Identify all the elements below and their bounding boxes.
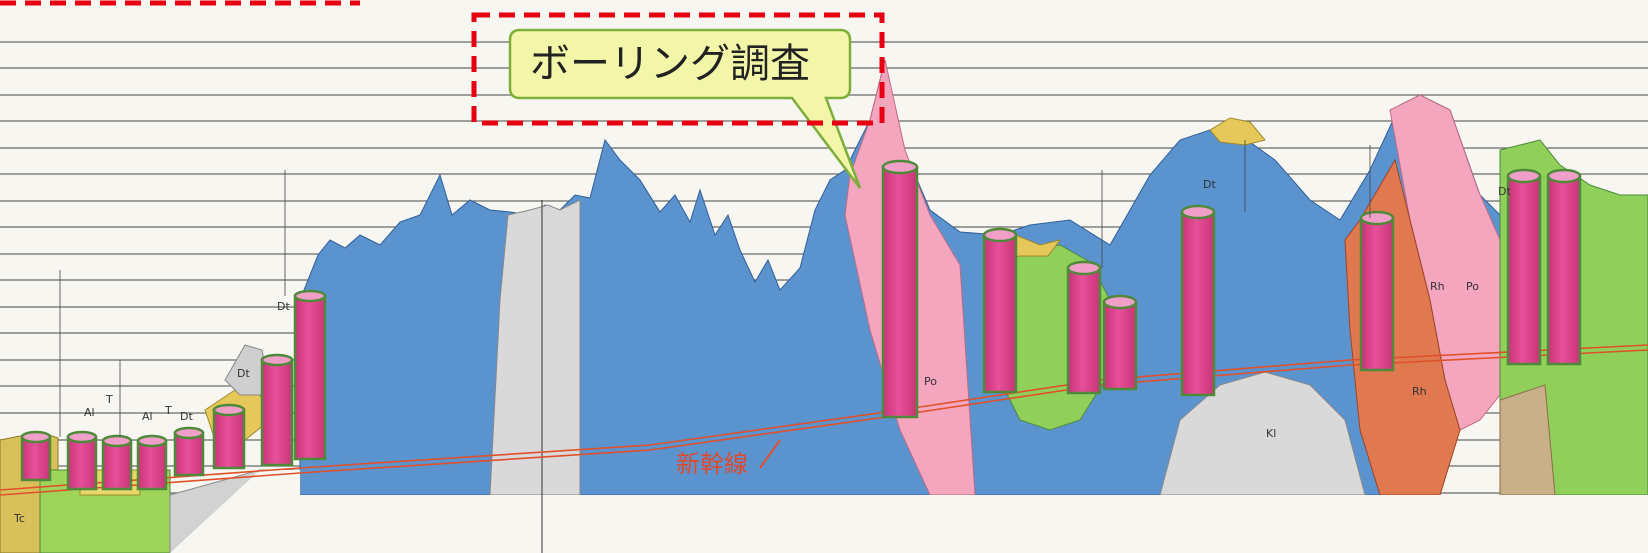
boring-column [20, 430, 52, 482]
unit-label-dt-2: Dt [237, 367, 250, 380]
boring-column [173, 426, 205, 477]
tan-unit-right [1499, 384, 1556, 496]
gray-intrusion-left [489, 199, 581, 496]
callout-bubble [508, 28, 862, 189]
unit-label-rh-1: Rh [1412, 385, 1427, 398]
boring-column [101, 434, 133, 491]
unit-label-dt-5: Dt [1498, 185, 1511, 198]
unit-label-al-1: Al [84, 406, 95, 419]
boring-column [1102, 294, 1138, 391]
boring-column [260, 353, 294, 467]
boring-column [1180, 204, 1216, 397]
boring-column [881, 159, 919, 419]
lower-blank-band [300, 495, 1648, 553]
boring-column [1359, 210, 1395, 372]
unit-labels: Tc Al T Al T Dt Dt Dt Po Kl Rh Rh Po Dt … [13, 178, 1511, 525]
boring-column [212, 403, 246, 470]
unit-label-dt-3: Dt [277, 300, 290, 313]
boring-column [66, 430, 98, 491]
shinkansen-label: 新幹線 [676, 450, 748, 478]
unit-label-al-2: Al [142, 410, 153, 423]
unit-label-dt-4: Dt [1203, 178, 1216, 191]
boring-columns [20, 159, 1582, 491]
boring-column [136, 434, 168, 491]
boring-column [1506, 168, 1542, 366]
boring-column [1066, 260, 1102, 395]
unit-label-t-1: T [105, 393, 113, 406]
gray-dome-kl [1159, 371, 1366, 496]
yellow-surface-deposit-2 [1209, 117, 1266, 146]
callout-label: ボーリング調査 [530, 41, 810, 87]
unit-label-rh-2: Rh [1430, 280, 1445, 293]
borehole-leader-lines [59, 140, 1371, 437]
unit-label-dt-1: Dt [180, 410, 193, 423]
white-fill-lower-left [170, 470, 300, 553]
shinkansen-label-arrow [759, 439, 781, 469]
boring-column [1546, 168, 1582, 366]
unit-label-tc: Tc [13, 512, 25, 525]
unit-label-kl: Kl [1266, 427, 1276, 440]
unit-label-t-2: T [164, 404, 172, 417]
unit-label-po-1: Po [924, 375, 937, 388]
boring-column [982, 227, 1018, 394]
highlight-frame [471, 12, 885, 126]
boring-column [293, 289, 327, 461]
unit-label-po-2: Po [1466, 280, 1479, 293]
